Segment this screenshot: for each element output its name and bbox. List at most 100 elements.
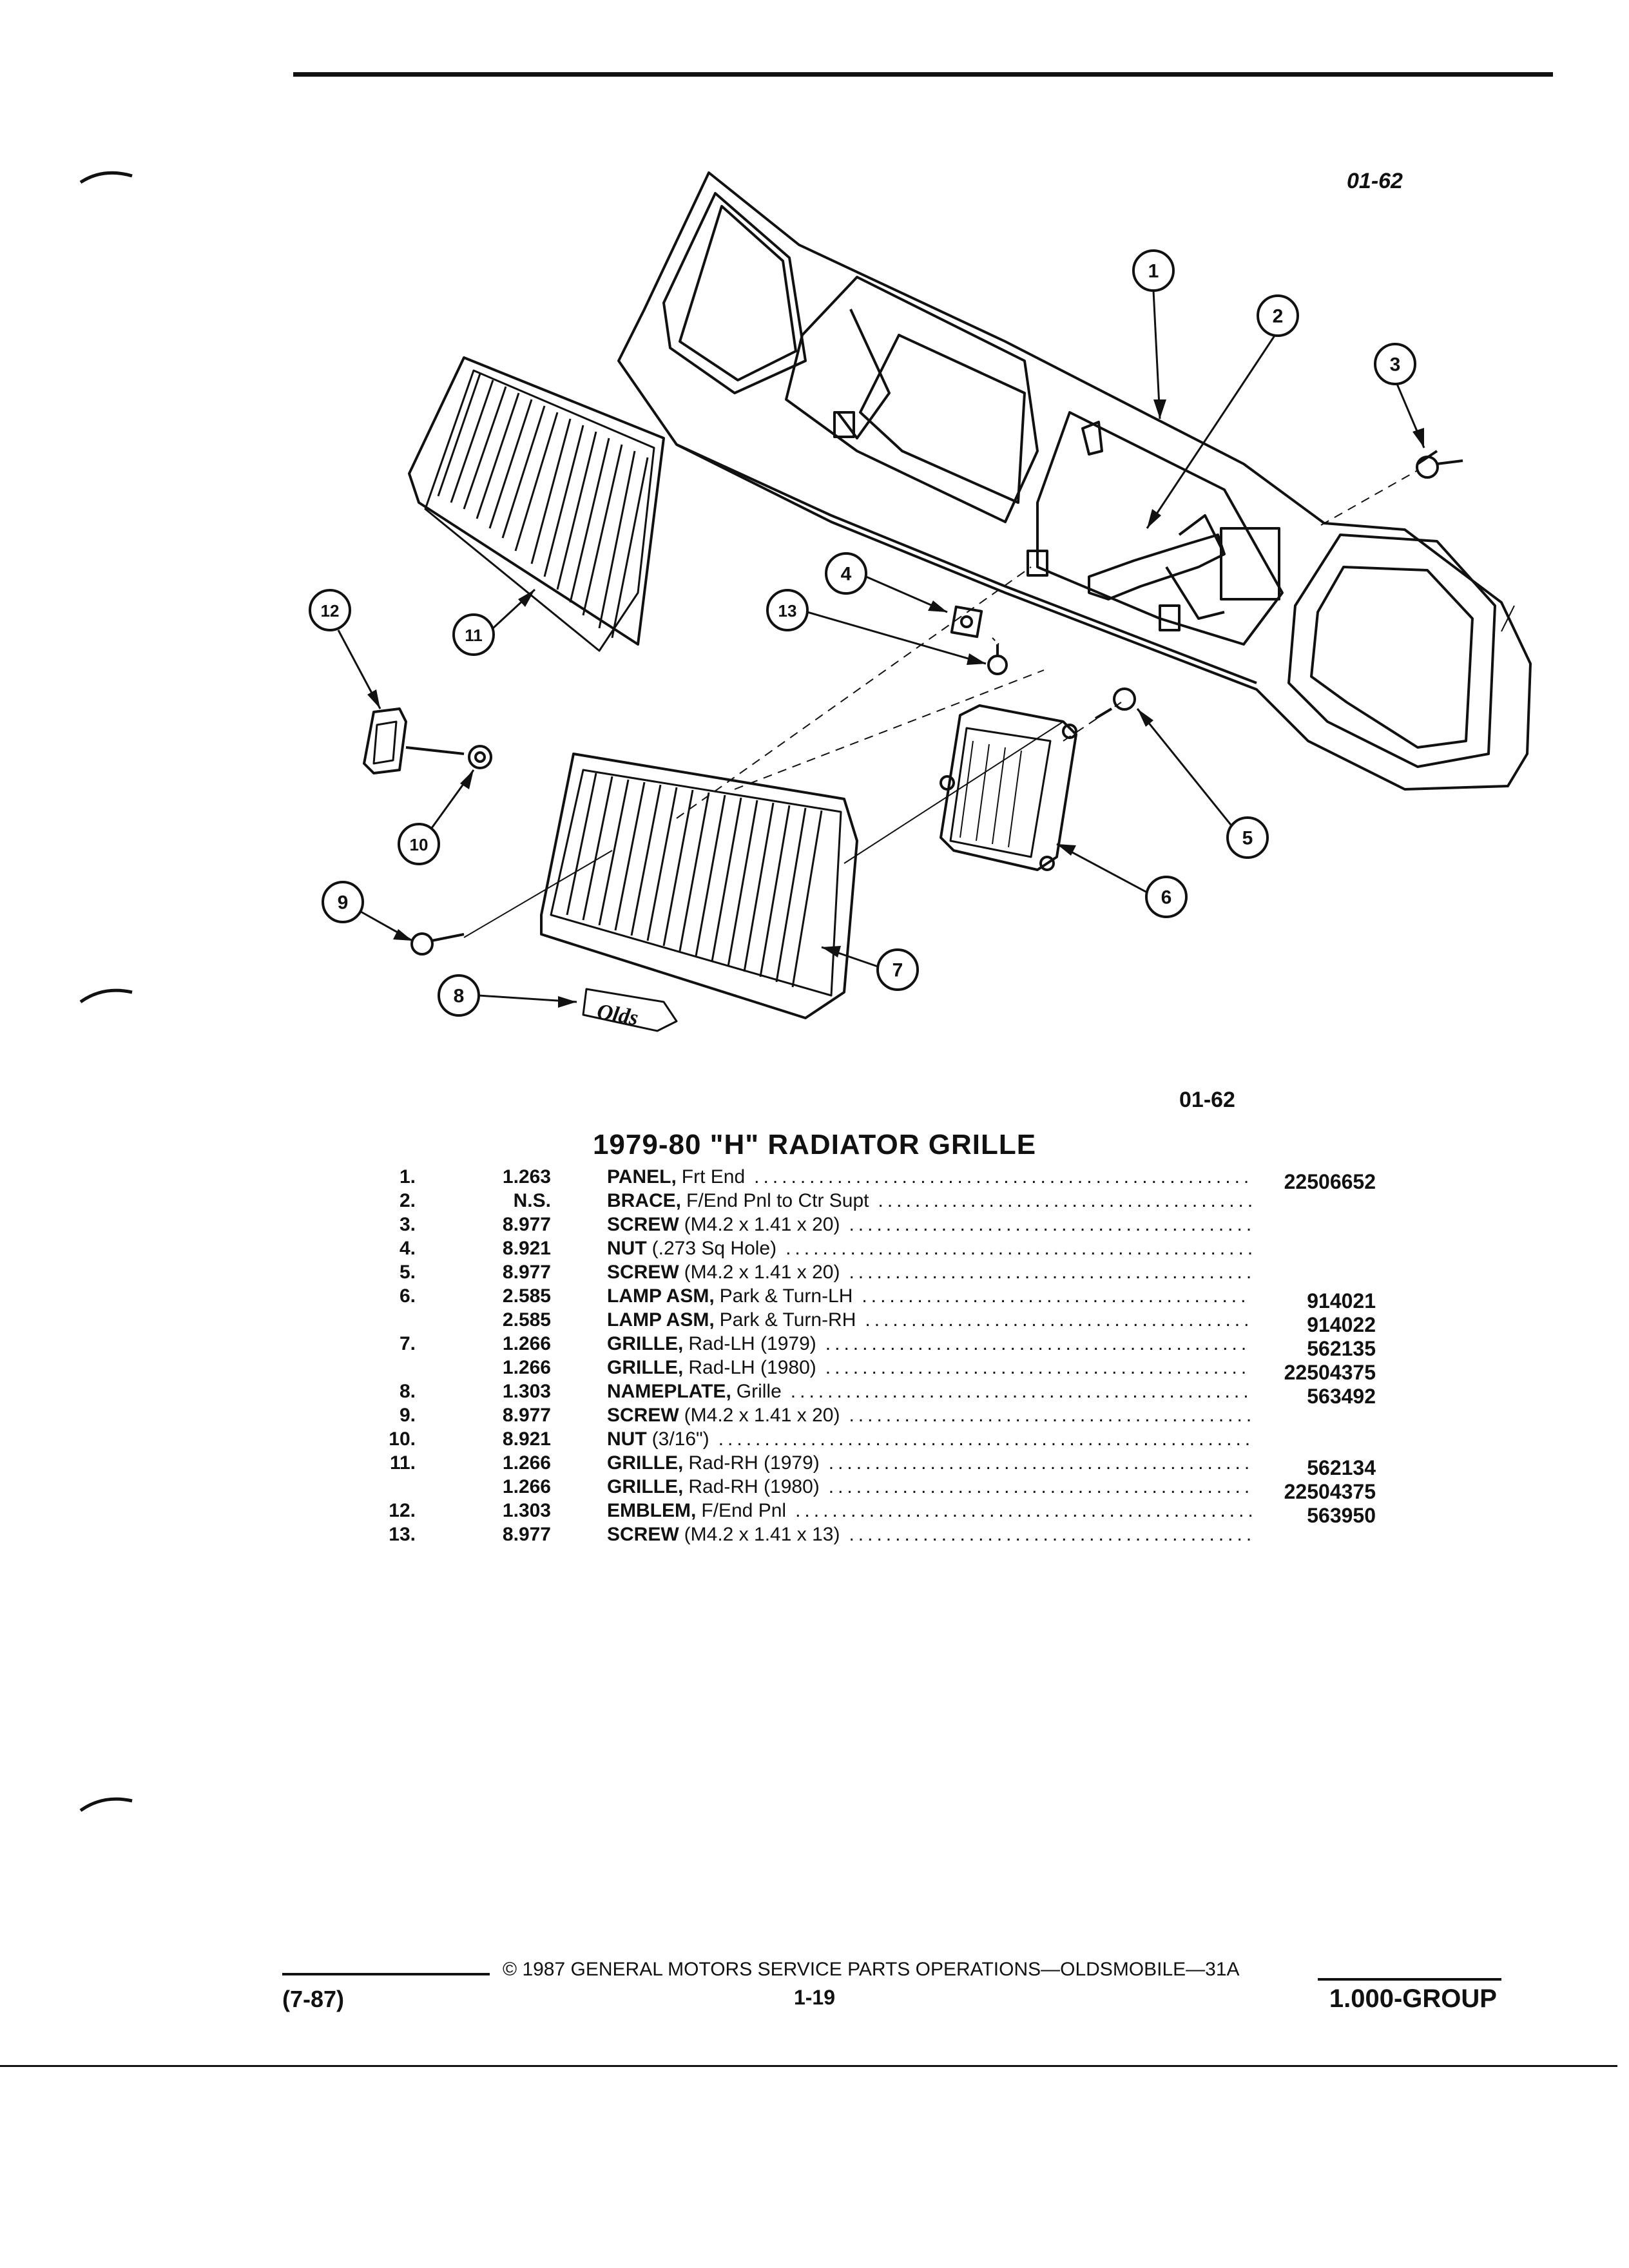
dot-leader: ........................................…	[849, 1214, 1251, 1235]
dot-leader: ........................................…	[754, 1166, 1251, 1187]
part-catalog-number: 2.585	[502, 1309, 551, 1331]
dot-leader: ........................................…	[825, 1357, 1251, 1378]
part-number: 562134	[1307, 1456, 1376, 1479]
part-detail: Grille	[736, 1381, 782, 1402]
footer-date: (7-87)	[282, 1986, 345, 2012]
callout-2: 2	[1273, 306, 1284, 327]
part-number: 563950	[1307, 1504, 1376, 1527]
part-index: 11.	[389, 1452, 416, 1474]
part-detail: (M4.2 x 1.41 x 20)	[684, 1214, 840, 1235]
part-name: EMBLEM,	[607, 1500, 697, 1521]
part-description: SCREW(M4.2 x 1.41 x 20).................…	[607, 1405, 1251, 1427]
nut-10	[468, 745, 492, 769]
part-index: 3.	[399, 1214, 416, 1235]
part-detail: Park & Turn-RH	[719, 1309, 856, 1331]
section-title: 1979-80 "H" RADIATOR GRILLE	[592, 1129, 1037, 1160]
grille-right	[408, 356, 665, 652]
brace	[1088, 514, 1226, 620]
part-description: NAMEPLATE,Grille........................…	[607, 1381, 1251, 1403]
part-index: 12.	[389, 1500, 416, 1521]
part-description: GRILLE,Rad-LH (1979)....................…	[607, 1333, 1251, 1355]
callout-11-circle	[452, 613, 495, 656]
figure-code-top: 01-62	[1347, 169, 1403, 193]
dot-leader: ........................................…	[795, 1500, 1251, 1521]
part-index: 7.	[399, 1333, 416, 1354]
part-number: 22506652	[1284, 1170, 1376, 1193]
dot-leader: ........................................…	[828, 1452, 1251, 1474]
footer-page-number: 1-19	[793, 1986, 836, 2009]
emblem	[363, 707, 465, 774]
dot-leader: ........................................…	[878, 1190, 1251, 1211]
parts-row: 5. 8.977 SCREW(M4.2 x 1.41 x 20)..........…	[361, 1262, 1418, 1285]
part-catalog-number: 1.266	[502, 1357, 551, 1378]
callout-8: 8	[454, 986, 465, 1007]
screw-9	[410, 932, 465, 956]
callout-1: 1	[1148, 261, 1159, 282]
footer-rule-right	[1318, 1978, 1501, 1981]
part-detail: (3/16")	[651, 1428, 709, 1450]
part-name: GRILLE,	[607, 1333, 684, 1354]
part-name: SCREW	[607, 1524, 679, 1545]
dot-leader: ........................................…	[862, 1285, 1251, 1307]
grille-left	[540, 753, 858, 1019]
part-detail: F/End Pnl	[701, 1500, 787, 1521]
screw-3	[1416, 450, 1463, 479]
dot-leader: ........................................…	[786, 1238, 1251, 1259]
callout-7-circle	[876, 948, 919, 991]
part-detail: (M4.2 x 1.41 x 20)	[684, 1405, 840, 1426]
parts-row: 2.N.S.BRACE,F/End Pnl to Ctr Supt.......…	[361, 1190, 1418, 1214]
dot-leader: ........................................…	[790, 1381, 1251, 1402]
part-number: 562135	[1307, 1337, 1376, 1360]
callout-4: 4	[841, 564, 852, 585]
callout-2-circle	[1257, 294, 1299, 337]
callout-7: 7	[892, 960, 903, 981]
dot-leader: ........................................…	[865, 1309, 1251, 1331]
part-description: SCREW(M4.2 x 1.41 x 20).................…	[607, 1262, 1251, 1283]
part-description: GRILLE,Rad-RH (1980)....................…	[607, 1476, 1251, 1498]
footer-rule-left	[282, 1973, 490, 1975]
part-name: GRILLE,	[607, 1357, 684, 1378]
park-turn-lamp	[940, 704, 1077, 871]
part-catalog-number: 8.977	[502, 1262, 551, 1283]
part-catalog-number: 1.303	[502, 1500, 551, 1521]
part-description: PANEL,Frt End...........................…	[607, 1166, 1251, 1188]
part-name: NUT	[607, 1428, 647, 1450]
part-catalog-number: 8.921	[502, 1238, 551, 1259]
part-name: LAMP ASM,	[607, 1285, 715, 1307]
parts-row: 2.585 LAMP ASM,Park & Turn-RH............…	[361, 1309, 1418, 1336]
part-description: SCREW(M4.2 x 1.41 x 13).................…	[607, 1524, 1251, 1546]
part-index: 5.	[399, 1262, 416, 1283]
nut-4	[950, 605, 983, 639]
callout-9-circle	[322, 881, 364, 923]
dot-leader: ........................................…	[849, 1405, 1251, 1426]
callout-9: 9	[338, 892, 349, 914]
callout-6: 6	[1161, 887, 1172, 908]
part-name: LAMP ASM,	[607, 1309, 715, 1331]
screw-13	[987, 644, 1008, 675]
part-name: PANEL,	[607, 1166, 677, 1187]
screw-5	[1094, 687, 1136, 720]
part-catalog-number: 8.977	[502, 1524, 551, 1545]
part-catalog-number: 1.266	[502, 1452, 551, 1474]
part-name: GRILLE,	[607, 1476, 684, 1497]
part-description: NUT(.273 Sq Hole).......................…	[607, 1238, 1251, 1260]
part-detail: (M4.2 x 1.41 x 20)	[684, 1262, 840, 1283]
part-catalog-number: 1.303	[502, 1381, 551, 1402]
callout-12-circle	[309, 589, 351, 631]
bottom-rule	[0, 2065, 1617, 2067]
dot-leader: ........................................…	[849, 1524, 1251, 1545]
callout-5-circle	[1226, 816, 1269, 859]
callout-12: 12	[321, 601, 340, 620]
part-description: LAMP ASM,Park & Turn-LH.................…	[607, 1285, 1251, 1307]
part-number: 563492	[1307, 1385, 1376, 1408]
part-name: SCREW	[607, 1262, 679, 1283]
part-detail: Rad-RH (1979)	[688, 1452, 820, 1474]
dot-leader: ........................................…	[828, 1476, 1251, 1497]
callout-4-circle	[825, 552, 867, 595]
